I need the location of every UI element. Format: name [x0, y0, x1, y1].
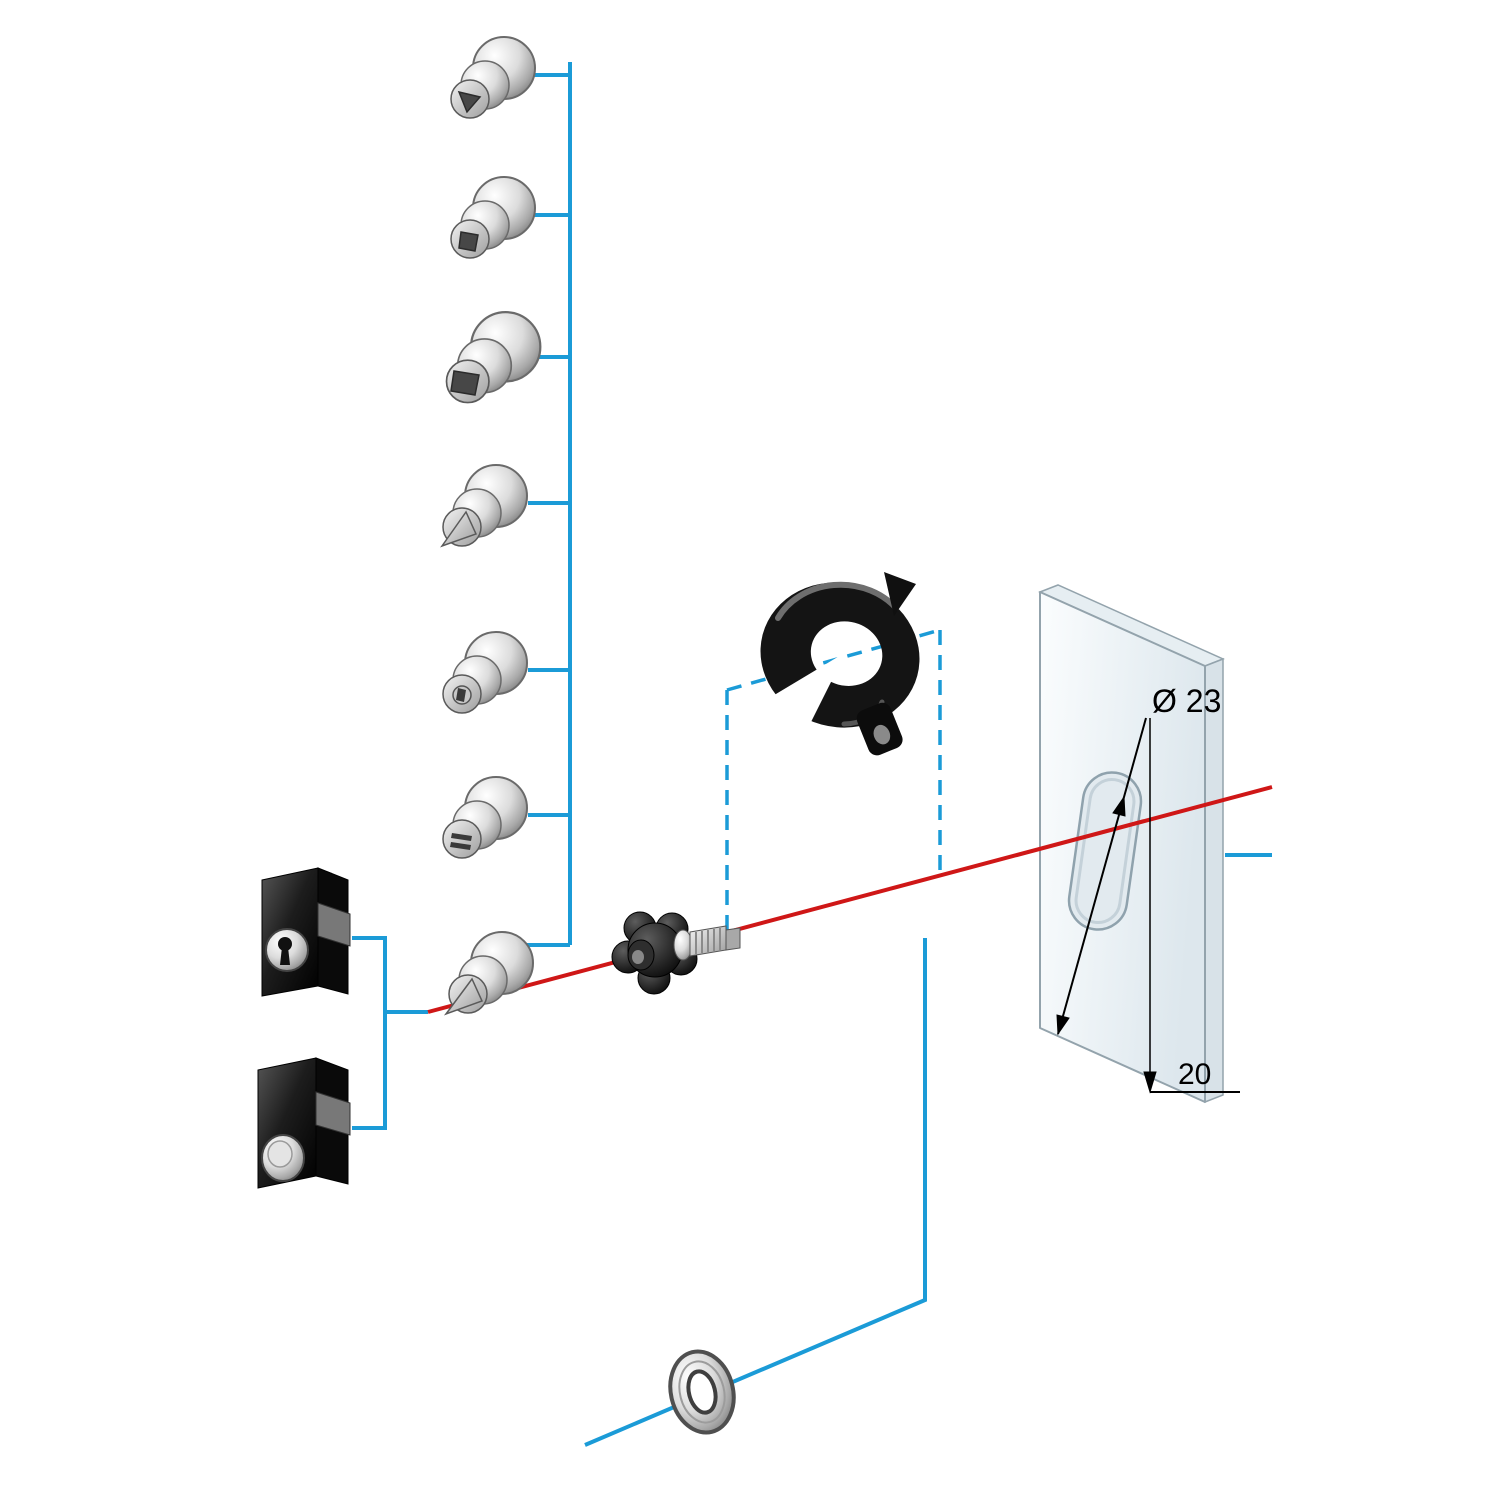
keyhole-slot: [280, 947, 290, 965]
key-lock-cylinder-icon: [257, 1057, 351, 1189]
cone-insert-icon: [443, 931, 534, 1016]
double-bar-insert-icon: [442, 776, 528, 859]
panel-thickness-label: 20: [1178, 1058, 1211, 1091]
assembly-axis-line: [427, 785, 1273, 1014]
clip-opening: [756, 652, 846, 748]
depth-arrow: [1143, 1071, 1157, 1094]
diameter-arrow-top: [1112, 795, 1126, 817]
diameter-dimension-line: [1057, 717, 1147, 1035]
large-square-insert-icon: [445, 311, 542, 404]
insert-options: [440, 36, 542, 1016]
cylinder-lock-insert-icon: [442, 631, 528, 714]
hole-diameter-label: Ø 23: [1152, 683, 1221, 719]
washer-icon: [668, 1349, 736, 1435]
lock-selector-line: [352, 936, 428, 1130]
star-knob-adapter-icon: [611, 911, 741, 995]
square-insert-icon: [450, 176, 536, 259]
dimension-annotations: Ø 23 20: [1056, 683, 1240, 1094]
mounting-plate-icon: [1038, 584, 1225, 1104]
clip-tab: [856, 702, 903, 756]
triangular-male-insert-icon: [440, 464, 528, 548]
key-lock-body-icon: [261, 867, 351, 997]
retaining-clip-icon: [756, 572, 920, 756]
insert-selector-line: [522, 62, 572, 947]
plate-side-edge: [1204, 657, 1224, 1104]
diameter-arrow-bottom: [1056, 1014, 1070, 1036]
triangular-insert-icon: [450, 36, 536, 119]
